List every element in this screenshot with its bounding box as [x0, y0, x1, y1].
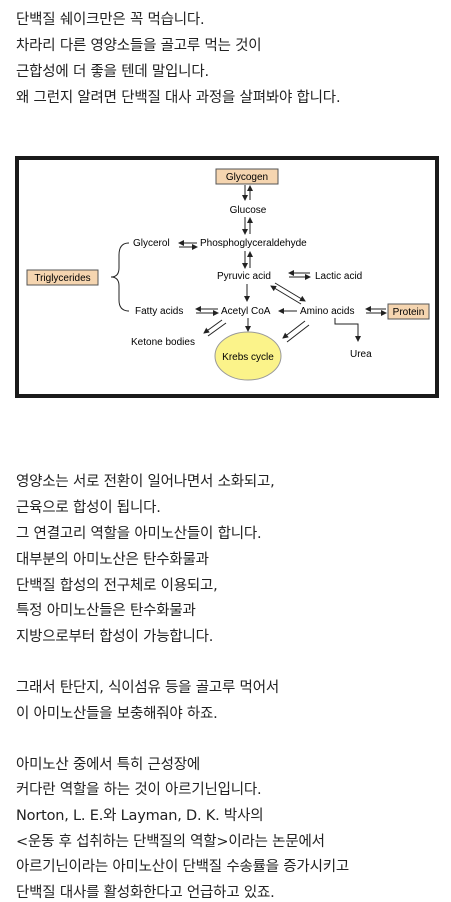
ketone-bodies-label: Ketone bodies: [131, 337, 195, 348]
body-line-7: 지방으로부터 합성이 가능합니다.: [16, 629, 214, 645]
fatty-acids-label: Fatty acids: [135, 306, 183, 317]
triglycerides-label: Triglycerides: [34, 273, 90, 284]
body-line-8: 그래서 탄단지, 식이섬유 등을 골고루 먹어서: [16, 680, 279, 696]
metabolism-diagram: Glycogen Glucose Glycerol Phosphoglycera…: [26, 168, 430, 381]
body-line-1: 영양소는 서로 전환이 일어나면서 소화되고,: [16, 474, 275, 490]
intro-line-3: 근합성에 더 좋을 텐데 말입니다.: [16, 64, 209, 80]
arrow-amino-urea: [334, 318, 361, 342]
body-line-15: 단백질 대사를 활성화한다고 언급하고 있죠.: [16, 885, 275, 901]
triglycerides-brace: [110, 242, 130, 312]
body-line-4: 대부분의 아미노산은 탄수화물과: [16, 552, 209, 568]
arrow-amino-krebs-2: [286, 324, 310, 343]
glycerol-label: Glycerol: [133, 238, 170, 249]
protein-label: Protein: [393, 307, 425, 318]
body-line-11: 커다란 역할을 하는 것이 아르기닌입니다.: [16, 782, 262, 798]
body-line-13: <운동 후 섭취하는 단백질의 역할>이라는 논문에서: [16, 834, 325, 850]
arrow-acetyl-ketone: [203, 319, 223, 334]
triglycerides-box: [26, 269, 99, 286]
arrow-pyruvic-amino: [274, 282, 306, 302]
cut-off-top-line: [16, 0, 20, 8]
body-line-2: 근육으로 합성이 됩니다.: [16, 500, 161, 516]
protein-box: [387, 303, 430, 320]
intro-line-4: 왜 그런지 알려면 단백질 대사 과정을 살펴봐야 합니다.: [16, 90, 341, 106]
glycogen-label: Glycogen: [226, 172, 268, 183]
intro-line-1: 단백질 쉐이크만은 꼭 먹습니다.: [16, 12, 205, 28]
amino-acids-label: Amino acids: [300, 306, 354, 317]
phosphoglyceraldehyde-label: Phosphoglyceraldehyde: [200, 238, 307, 249]
metabolism-diagram-frame: Glycogen Glucose Glycerol Phosphoglycera…: [15, 156, 439, 398]
arrow-amino-pyruvic: [270, 285, 302, 305]
glycogen-box: [215, 168, 279, 185]
body-line-3: 그 연결고리 역할을 아미노산들이 합니다.: [16, 526, 262, 542]
acetyl-coa-label: Acetyl CoA: [221, 306, 271, 317]
body-line-9: 이 아미노산들을 보충해줘야 하죠.: [16, 706, 218, 722]
body-line-10: 아미노산 중에서 특히 근성장에: [16, 757, 201, 773]
arrow-acetyl-ketone-2: [207, 322, 227, 337]
lactic-acid-label: Lactic acid: [315, 271, 362, 282]
krebs-cycle-label: Krebs cycle: [222, 352, 274, 363]
arrow-amino-krebs: [282, 320, 306, 339]
body-line-14: 아르기닌이라는 아미노산이 단백질 수송률을 증가시키고: [16, 859, 349, 875]
pyruvic-acid-label: Pyruvic acid: [217, 271, 271, 282]
krebs-cycle-ellipse: [214, 331, 282, 381]
intro-line-2: 차라리 다른 영양소들을 골고루 먹는 것이: [16, 38, 262, 54]
body-line-6: 특정 아미노산들은 탄수화물과: [16, 603, 196, 619]
body-line-12: Norton, L. E.와 Layman, D. K. 박사의: [16, 808, 264, 824]
body-line-5: 단백질 합성의 전구체로 이용되고,: [16, 578, 218, 594]
urea-label: Urea: [350, 349, 372, 360]
glucose-label: Glucose: [230, 205, 267, 216]
